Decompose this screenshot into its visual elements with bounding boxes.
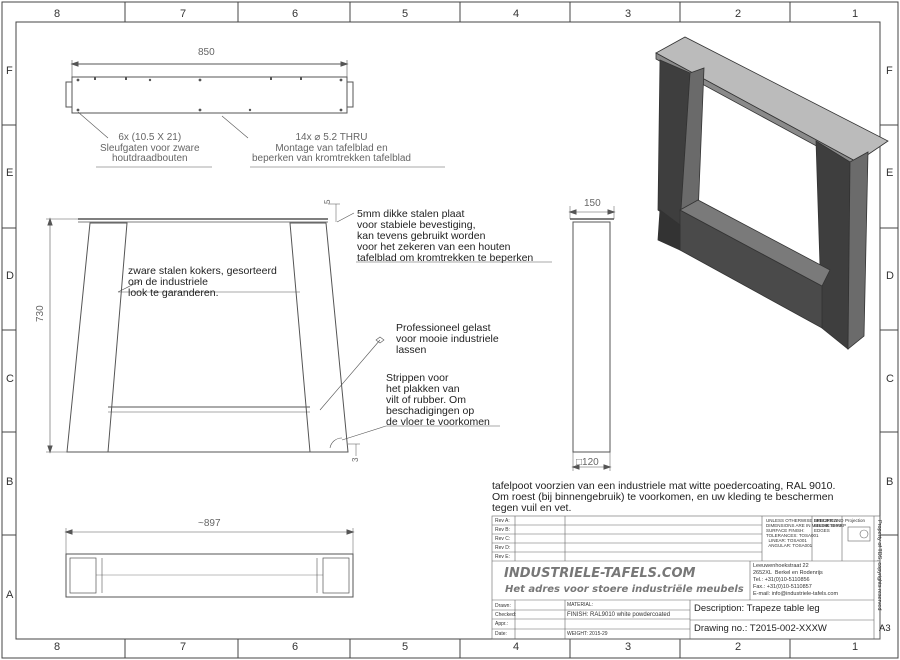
iso-view — [655, 36, 889, 350]
top-plate-outline — [71, 76, 348, 114]
projection-label: Projection — [845, 518, 866, 523]
strips-note: Strippen voor het plakken van vilt of ru… — [386, 372, 490, 429]
top-plate-tab-left — [65, 81, 73, 108]
weld-note: Professioneel gelast voor mooie industri… — [396, 322, 499, 357]
rev-e-label: Rev E: — [495, 554, 511, 560]
iso-crossbar-top — [679, 199, 831, 287]
rev-a-label: Rev A: — [495, 518, 510, 524]
iso-leg-right-side — [847, 151, 869, 350]
zone-row-c-right: C — [886, 373, 894, 385]
side-tube — [572, 221, 611, 453]
company-logo: INDUSTRIELE-TAFELS.COM — [504, 566, 696, 581]
top-plate-slots — [94, 77, 302, 80]
zone-col-4: 4 — [513, 8, 520, 20]
plate-thickness-dim: 5 — [323, 199, 332, 204]
zone-col-6-bottom: 6 — [292, 641, 299, 653]
company-tagline: Het adres voor stoere industriële meubel… — [505, 584, 744, 595]
revision-table — [492, 516, 762, 561]
top-plate-tab-right — [346, 81, 354, 108]
title-block — [491, 515, 881, 640]
projection-circle — [859, 529, 869, 539]
zone-row-c: C — [6, 373, 14, 385]
holes-note: 14x ⌀ 5.2 THRU Montage van tafelblad en … — [252, 132, 411, 164]
slot-leader — [77, 111, 109, 139]
zone-col-7-bottom: 7 — [180, 641, 187, 653]
front-leg-left — [66, 222, 128, 453]
projection-symbol — [847, 526, 871, 542]
zone-col-6: 6 — [292, 8, 299, 20]
bottom-width-dim: ~897 — [198, 518, 221, 529]
zone-col-3: 3 — [625, 8, 632, 20]
zone-col-7: 7 — [180, 8, 187, 20]
rev-d-label: Rev D: — [495, 545, 511, 551]
zone-row-e: E — [6, 167, 14, 179]
zone-col-8: 8 — [54, 8, 61, 20]
zone-row-a: A — [6, 589, 14, 601]
front-height-dim: 730 — [35, 305, 46, 322]
slots-note: 6x (10.5 X 21) Sleufgaten voor zware hou… — [100, 132, 200, 164]
top-view — [65, 60, 445, 168]
zone-row-b: B — [6, 476, 14, 488]
zone-col-5-bottom: 5 — [402, 641, 409, 653]
copyright-text: Property of TDS, copyrights reserved — [876, 520, 882, 611]
description-text: Description: Trapeze table leg — [694, 603, 820, 614]
zone-col-4-bottom: 4 — [513, 641, 520, 653]
side-view — [568, 206, 616, 471]
weld-leader — [319, 339, 381, 411]
checked-label: Checked: — [495, 612, 517, 618]
front-view — [46, 203, 552, 456]
zone-col-2-bottom: 2 — [735, 641, 742, 653]
bottom-view — [64, 528, 355, 598]
zone-col-1-bottom: 1 — [852, 641, 859, 653]
material-label: MATERIAL: — [567, 602, 594, 608]
drawing-number: Drawing no.: T2015-002-XXXW — [694, 623, 827, 634]
zone-row-f-right: F — [886, 65, 893, 77]
zone-row-d: D — [6, 270, 14, 282]
sheet-size: A3 — [879, 623, 891, 634]
zone-row-e-right: E — [886, 167, 894, 179]
zone-row-d-right: D — [886, 270, 894, 282]
appr-label: Appr.: — [495, 621, 509, 627]
rev-c-label: Rev C: — [495, 536, 511, 542]
plate-note: 5mm dikke stalen plaat voor stabiele bev… — [357, 208, 534, 265]
finish-text: FINISH: RAL9010 white powdercoated — [567, 612, 671, 618]
coating-note: tafelpoot voorzien van een industriele m… — [492, 480, 836, 515]
hole-leader — [221, 115, 249, 139]
zone-row-b-right: B — [886, 476, 894, 488]
weight-text: WEIGHT: 2015-29 — [567, 631, 608, 637]
top-width-dim: 850 — [198, 47, 215, 58]
top-plate-holes — [76, 78, 343, 112]
zone-col-5: 5 — [402, 8, 409, 20]
company-address: Leeuwenhoekstraat 22 2652XL Berkel en Ro… — [753, 563, 839, 597]
side-bottom-dim-label: □120 — [576, 457, 599, 468]
tubes-note: zware stalen kokers, gesorteerd om de in… — [128, 265, 277, 300]
zone-col-8-bottom: 8 — [54, 641, 61, 653]
bottom-outline — [65, 553, 354, 598]
deburr-text: DEBURR AND BREAK SHARP EDGES — [814, 518, 847, 533]
foot-arc — [329, 437, 343, 449]
foot-dim: 3 — [351, 457, 360, 462]
zone-col-1: 1 — [852, 8, 859, 20]
drawn-label: Drawn: — [495, 603, 511, 609]
zone-col-2: 2 — [735, 8, 742, 20]
front-leg-right — [289, 222, 349, 453]
zone-col-3-bottom: 3 — [625, 641, 632, 653]
rev-b-label: Rev B: — [495, 527, 511, 533]
date-label: Date: — [495, 631, 507, 637]
strip-leader — [341, 425, 387, 441]
zone-row-f: F — [6, 65, 13, 77]
side-top-dim-label: 150 — [584, 198, 601, 209]
tolerance-text: UNLESS OTHERWISE SPECIFIED: DIMENSIONS A… — [766, 518, 842, 548]
